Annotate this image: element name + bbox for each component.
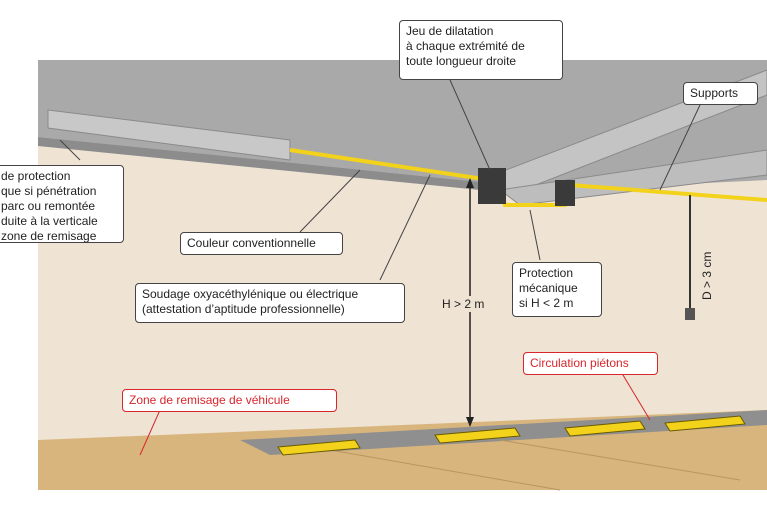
callout-couleur: Couleur conventionnelle: [180, 232, 343, 255]
floor-line-1: [329, 449, 561, 491]
wheel-stop-1: [277, 439, 361, 456]
wheel-stop-3: [564, 420, 646, 437]
ceiling-edge: [38, 137, 560, 198]
callout-dilatation: Jeu de dilatation à chaque extrémité de …: [399, 20, 563, 80]
wheel-stop-4: [664, 415, 746, 432]
wheel-stop-2: [434, 427, 521, 444]
pointer-protection-left: [59, 139, 81, 161]
pointer-supports: [659, 104, 701, 191]
callout-zone-remisage: Zone de remisage de véhicule: [122, 389, 337, 412]
pointer-dilatation: [449, 79, 491, 171]
floor-line-2: [499, 439, 741, 481]
pointer-protection-mecanique: [529, 209, 541, 261]
distance-label: D > 3 cm: [700, 251, 714, 300]
valve-box: [685, 308, 695, 320]
mechanical-protection-box: [478, 168, 506, 204]
height-label: H > 2 m: [440, 296, 487, 312]
callout-supports: Supports: [683, 82, 758, 105]
ceiling-beam-left: [47, 109, 291, 161]
pointer-couleur: [299, 169, 361, 233]
pointer-soudage: [379, 174, 431, 281]
callout-protection-left: de protection que si pénétration parc ou…: [0, 165, 124, 243]
callout-protection-mecanique: Protection mécanique si H < 2 m: [512, 262, 602, 317]
height-arrow-bottom: [466, 417, 474, 427]
gas-pipe: [289, 148, 491, 182]
gas-pipe-right: [569, 183, 767, 202]
pointer-zone: [139, 409, 161, 456]
height-arrow-top: [466, 178, 474, 188]
pointer-circulation: [619, 369, 651, 421]
callout-soudage: Soudage oxyacéthylénique ou électrique (…: [135, 283, 405, 323]
mechanical-protection-sleeve: [555, 180, 575, 206]
callout-circulation: Circulation piétons: [523, 352, 658, 375]
